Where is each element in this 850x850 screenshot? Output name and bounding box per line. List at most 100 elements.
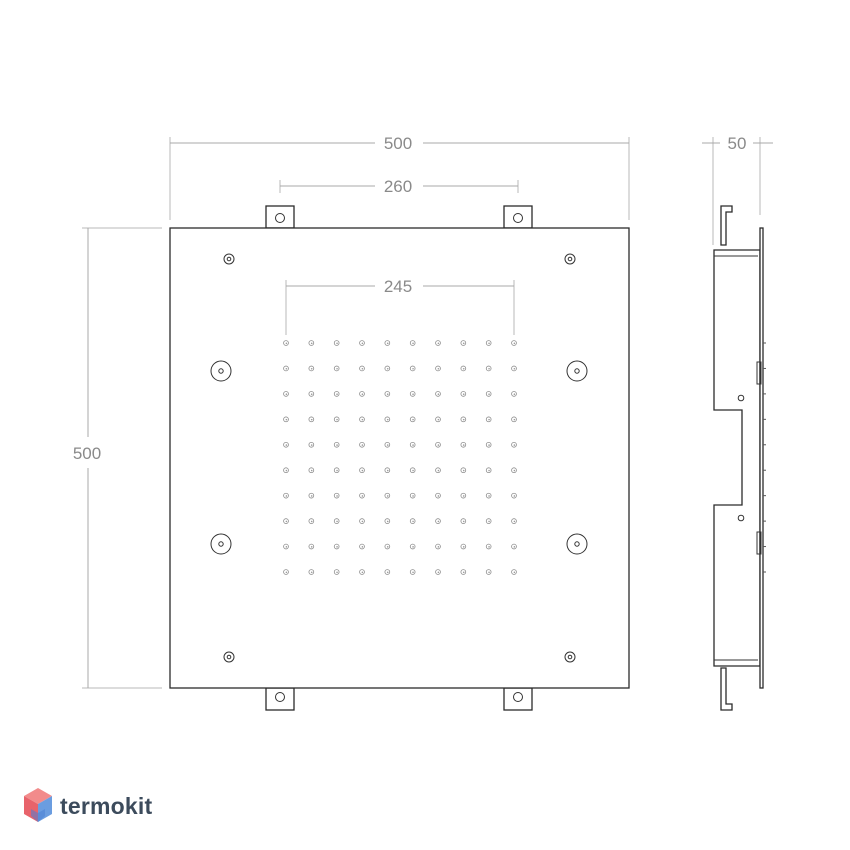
nozzle-core bbox=[361, 520, 364, 523]
nozzle-core bbox=[437, 342, 440, 345]
nozzle-core bbox=[437, 469, 440, 472]
nozzle-core bbox=[412, 495, 414, 497]
nozzle-core bbox=[336, 418, 338, 421]
nozzle-core bbox=[513, 367, 516, 370]
nozzle-core bbox=[488, 571, 490, 574]
nozzle-core bbox=[285, 444, 288, 446]
nozzle-core bbox=[310, 444, 313, 446]
nozzle-core bbox=[285, 367, 288, 370]
nozzle-core bbox=[285, 342, 288, 345]
nozzle-core bbox=[488, 520, 490, 523]
nozzle-core bbox=[386, 546, 389, 548]
nozzle-core bbox=[437, 546, 440, 548]
nozzle-core bbox=[513, 444, 516, 446]
nozzle-grid bbox=[283, 340, 517, 575]
nozzle-core bbox=[361, 367, 364, 370]
nozzle-core bbox=[437, 444, 440, 446]
nozzle-core bbox=[361, 393, 364, 395]
nozzle-core bbox=[462, 495, 465, 497]
nozzle-core bbox=[386, 393, 389, 395]
nozzle-core bbox=[412, 342, 414, 345]
nozzle-core bbox=[513, 342, 516, 345]
side-body bbox=[713, 249, 761, 667]
nozzle-core bbox=[386, 342, 389, 345]
nozzle-core bbox=[513, 495, 516, 497]
nozzle-core bbox=[462, 393, 465, 395]
nozzle-core bbox=[437, 520, 440, 523]
bracket-spacing-label: 260 bbox=[384, 177, 412, 196]
nozzle-core bbox=[285, 393, 288, 395]
corner-screws bbox=[223, 253, 576, 663]
nozzle-core bbox=[310, 469, 313, 472]
width-dimension: 500 bbox=[169, 134, 630, 220]
front-view: 500 260 500 bbox=[73, 134, 630, 711]
nozzle-core bbox=[462, 418, 465, 421]
nozzle-core bbox=[462, 571, 465, 574]
nozzle-core bbox=[488, 546, 490, 548]
nozzle-field-dimension: 245 bbox=[285, 277, 515, 335]
nozzle-core bbox=[336, 444, 338, 446]
nozzle-core bbox=[310, 418, 313, 421]
nozzle-core bbox=[437, 367, 440, 370]
nozzle-core bbox=[336, 342, 338, 345]
nozzle-core bbox=[462, 520, 465, 523]
hexagon-cube-icon bbox=[24, 788, 52, 822]
nozzle-core bbox=[513, 418, 516, 421]
nozzle-core bbox=[310, 546, 313, 548]
nozzle-core bbox=[437, 393, 440, 395]
nozzle-core bbox=[412, 520, 414, 523]
nozzle-core bbox=[361, 495, 364, 497]
height-dimension-label: 500 bbox=[73, 444, 101, 463]
nozzle-core bbox=[488, 393, 490, 395]
nozzle-core bbox=[412, 546, 414, 548]
nozzle-core bbox=[336, 393, 338, 395]
nozzle-core bbox=[386, 418, 389, 421]
nozzle-core bbox=[285, 520, 288, 523]
nozzle-core bbox=[462, 469, 465, 472]
nozzle-core bbox=[488, 469, 490, 472]
nozzle-core bbox=[412, 367, 414, 370]
nozzle-core bbox=[336, 571, 338, 574]
fixing-points bbox=[210, 360, 588, 555]
nozzle-core bbox=[361, 469, 364, 472]
nozzle-core bbox=[488, 342, 490, 345]
nozzle-core bbox=[412, 418, 414, 421]
nozzle-core bbox=[513, 546, 516, 548]
nozzle-core bbox=[462, 342, 465, 345]
brand-logo: termokit bbox=[24, 786, 152, 826]
nozzle-core bbox=[285, 418, 288, 421]
side-nozzle-ticks bbox=[763, 342, 766, 573]
nozzle-core bbox=[513, 469, 516, 472]
brand-name: termokit bbox=[60, 792, 153, 819]
nozzle-core bbox=[310, 367, 313, 370]
nozzle-core bbox=[488, 495, 490, 497]
nozzle-core bbox=[488, 367, 490, 370]
nozzle-core bbox=[412, 571, 414, 574]
nozzle-core bbox=[310, 495, 313, 497]
nozzle-core bbox=[437, 495, 440, 497]
nozzle-core bbox=[437, 571, 440, 574]
nozzle-core bbox=[336, 495, 338, 497]
nozzle-core bbox=[336, 367, 338, 370]
nozzle-core bbox=[361, 418, 364, 421]
nozzle-core bbox=[285, 495, 288, 497]
nozzle-core bbox=[336, 469, 338, 472]
nozzle-core bbox=[285, 571, 288, 574]
depth-dimension: 50 bbox=[702, 134, 773, 245]
nozzle-core bbox=[386, 444, 389, 446]
nozzle-core bbox=[310, 520, 313, 523]
nozzle-core bbox=[285, 546, 288, 548]
nozzle-core bbox=[513, 393, 516, 395]
nozzle-core bbox=[386, 495, 389, 497]
nozzle-core bbox=[310, 571, 313, 574]
nozzle-core bbox=[513, 571, 516, 574]
nozzle-core bbox=[488, 418, 490, 421]
nozzle-core bbox=[412, 393, 414, 395]
nozzle-core bbox=[361, 571, 364, 574]
mounting-brackets bbox=[265, 205, 533, 711]
side-view: 50 bbox=[702, 134, 773, 711]
bracket-spacing-dimension: 260 bbox=[279, 177, 519, 196]
nozzle-core bbox=[386, 520, 389, 523]
nozzle-core bbox=[412, 469, 414, 472]
shower-plate bbox=[169, 227, 630, 689]
